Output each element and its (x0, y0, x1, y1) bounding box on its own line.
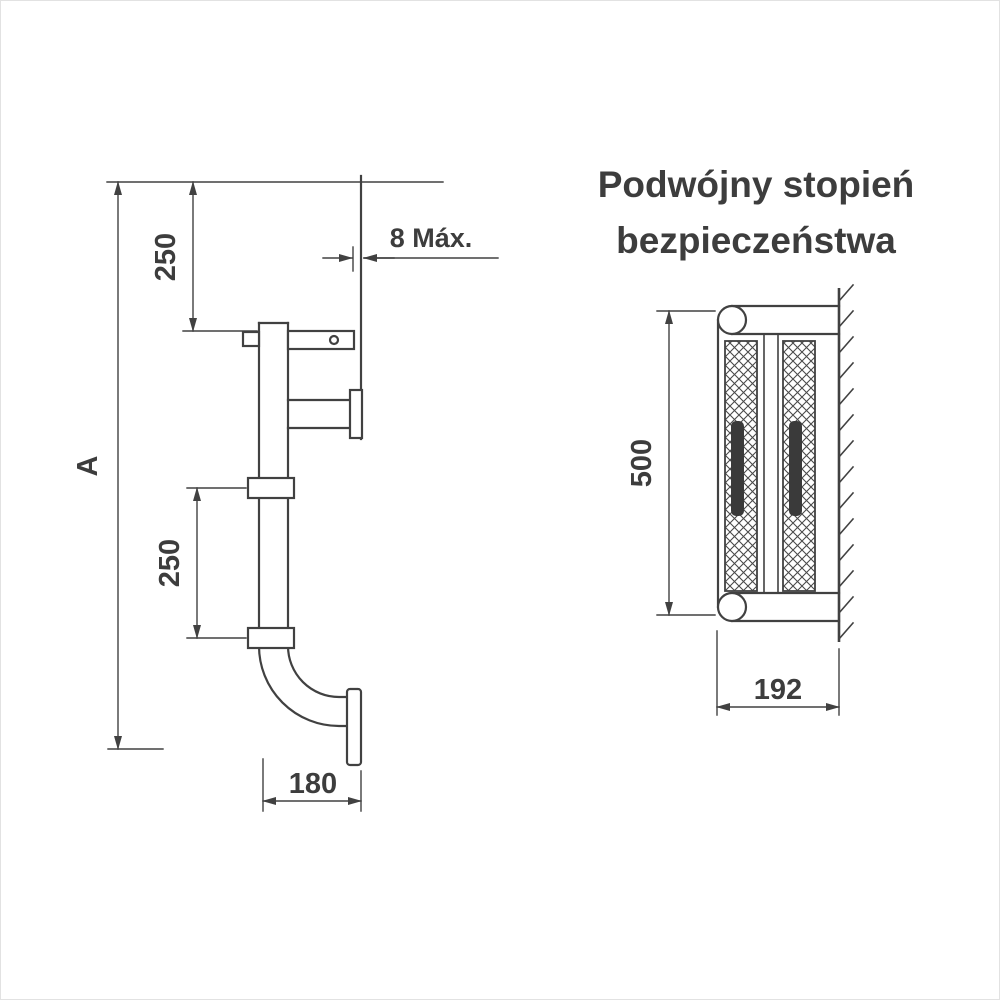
dim-label-8max: 8 Máx. (390, 223, 473, 253)
top-view-title-line2: bezpieczeństwa (616, 220, 896, 261)
dimension-step-width: 192 (716, 630, 840, 716)
wall-hatch-marks (837, 283, 855, 641)
second-step (286, 398, 352, 430)
top-tube-end-cap (716, 304, 748, 336)
dimension-wall-gap: 8 Máx. (322, 223, 499, 272)
dimension-overall-height: A (72, 181, 164, 750)
top-view-title-line1: Podwójny stopień (598, 164, 915, 205)
dimension-step-height: 500 (626, 310, 716, 616)
center-support-lines (763, 333, 779, 594)
bottom-tube-end-cap (716, 591, 748, 623)
top-step-left-tab (241, 330, 261, 348)
dim-label-192: 192 (754, 674, 802, 706)
ladder-side-view: A 250 250 8 Máx. (72, 174, 499, 812)
dimension-top-spacing: 250 (150, 181, 258, 332)
tread-left-hatched (724, 340, 758, 592)
ladder-tube-inner-edge (286, 321, 349, 699)
step-bottom-tube (730, 591, 841, 623)
dim-label-A: A (72, 455, 104, 476)
tread-right-grip-slot (789, 421, 802, 516)
step-top-tube (730, 304, 841, 336)
second-step-wall-flange (348, 388, 364, 440)
tube-clamp-upper (246, 476, 296, 500)
tread-left-grip-slot (731, 421, 744, 516)
dim-ext-250-mid (186, 487, 247, 639)
dim-label-250-mid: 250 (154, 539, 186, 587)
dim-label-180: 180 (289, 768, 337, 800)
tube-clamp-lower (246, 626, 296, 650)
dimension-bottom-width: 180 (262, 758, 362, 812)
dim-label-500: 500 (626, 439, 658, 487)
dimension-step-spacing: 250 (154, 487, 247, 639)
top-step-hole (328, 334, 340, 346)
dim-ext-500 (656, 310, 716, 616)
dim-label-250-top: 250 (150, 233, 182, 281)
safety-step-top-view: Podwójny stopień bezpieczeństwa 500 (598, 164, 915, 716)
ladder-tube-outer-edge (257, 321, 349, 728)
top-step (286, 329, 356, 351)
bottom-anchor-flange (345, 687, 363, 767)
